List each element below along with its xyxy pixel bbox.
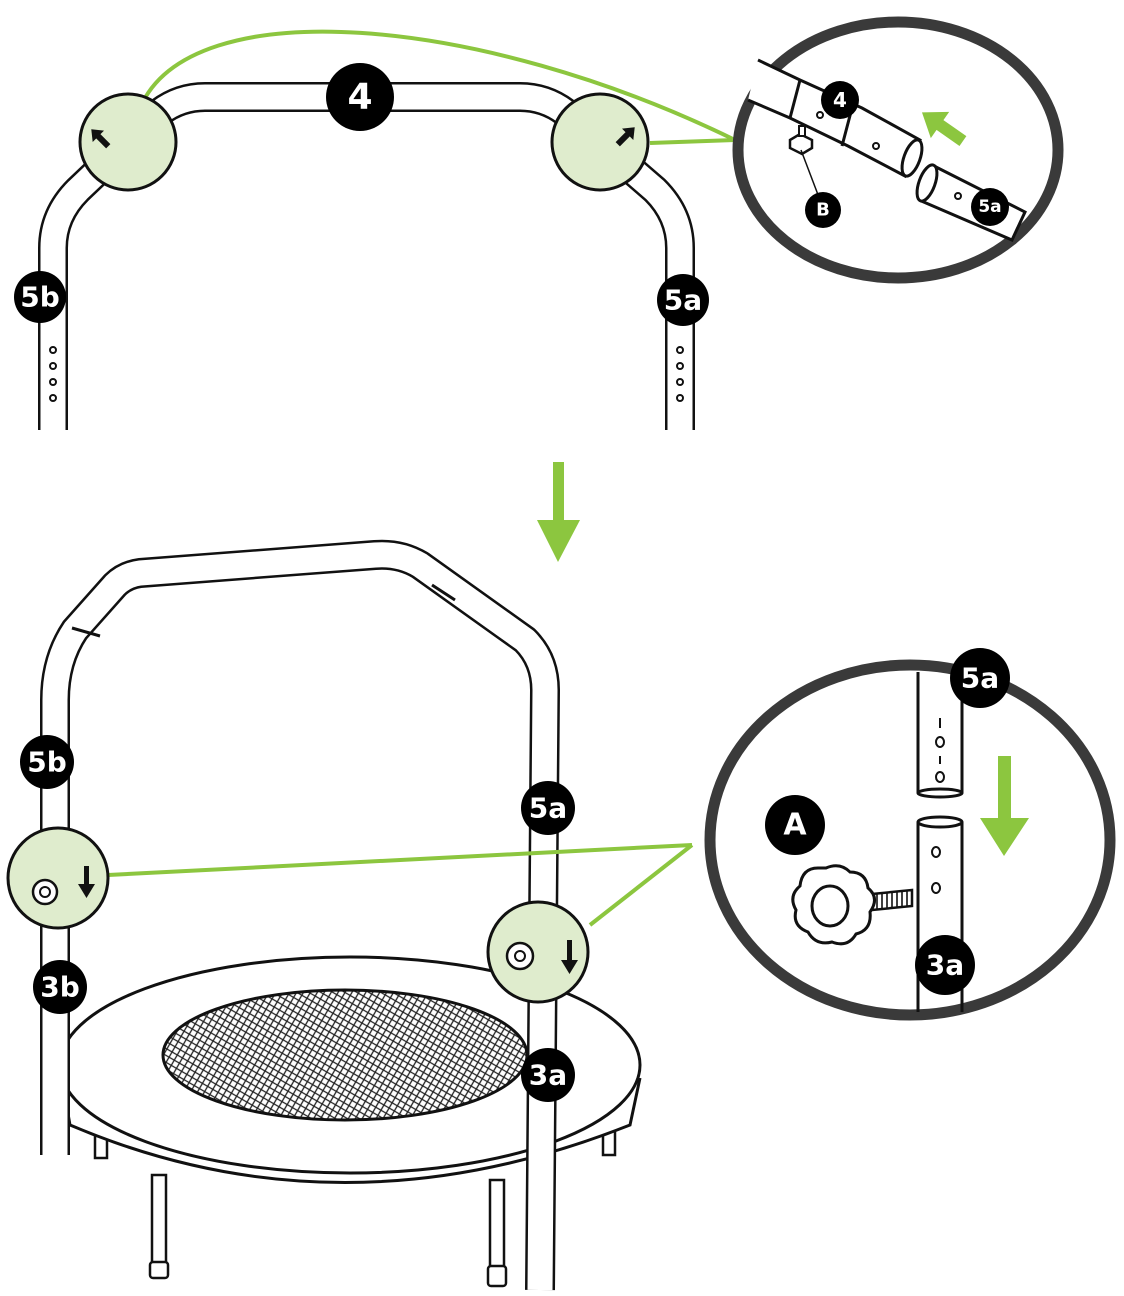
svg-text:3a: 3a	[926, 949, 964, 982]
step1-handlebar: 4 5b 5a	[14, 29, 736, 430]
trampoline-frame	[58, 955, 642, 1184]
knob-icon	[31, 878, 59, 906]
detail-label-3a: 3a	[915, 935, 975, 995]
detail-view-knob: A 5a 3a	[704, 648, 1116, 1021]
arrow-up-left-icon	[921, 111, 967, 146]
screw-icon	[788, 125, 821, 201]
detail-label-b: B	[805, 192, 841, 228]
part-label-right-leg: 5a	[657, 274, 709, 326]
trampoline-legs-front	[148, 1173, 508, 1288]
part-label-3b: 3b	[33, 960, 87, 1014]
part-label-5b-lower: 5b	[20, 735, 74, 789]
part-label-3a: 3a	[521, 1048, 575, 1102]
part-label-left-leg: 5b	[14, 271, 66, 323]
arrow-down-icon	[78, 866, 95, 898]
arrow-up-left-icon	[615, 127, 635, 147]
arrow-up-right-icon	[91, 129, 111, 149]
connector-line-top	[138, 29, 736, 142]
arrow-down-icon	[561, 940, 578, 974]
detail-label-4: 4	[821, 81, 859, 119]
detail-label-a: A	[765, 795, 825, 855]
leg-holes-left	[49, 346, 57, 402]
joint-highlight-left	[78, 92, 178, 192]
svg-text:A: A	[783, 808, 807, 843]
joint-highlight-right	[550, 92, 650, 192]
arrow-down-icon	[980, 756, 1029, 856]
svg-text:5a: 5a	[961, 662, 999, 695]
svg-text:5b: 5b	[20, 281, 60, 314]
joint-marks	[71, 583, 456, 638]
svg-text:5b: 5b	[27, 746, 67, 779]
leg-holes-right	[676, 346, 684, 402]
connector-line-left	[107, 843, 693, 877]
knob-icon	[505, 941, 535, 971]
svg-text:5a: 5a	[529, 792, 567, 825]
svg-text:5a: 5a	[664, 284, 702, 317]
connector-line-right	[649, 138, 736, 145]
svg-text:B: B	[816, 200, 830, 221]
part-label-top-bar: 4	[326, 63, 394, 131]
joint-highlight-left-lower	[6, 826, 110, 930]
arrow-down-icon	[537, 462, 580, 562]
knob-icon	[791, 864, 914, 946]
detail-label-5a: 5a	[971, 188, 1009, 226]
step2-trampoline: 5b 3b 5a 3a	[6, 539, 694, 1291]
svg-text:3b: 3b	[40, 971, 80, 1004]
connector-line-right-lower	[588, 843, 694, 927]
trampoline-handlebar-inner	[42, 542, 558, 1291]
joint-highlight-right-lower	[486, 900, 590, 1004]
svg-text:5a: 5a	[978, 197, 1001, 217]
svg-text:4: 4	[833, 88, 847, 112]
part-label-5a-lower: 5a	[521, 781, 575, 835]
svg-text:4: 4	[347, 77, 372, 118]
detail-label-5a-lower: 5a	[950, 648, 1010, 708]
detail-view-joint: 4 B 5a	[732, 16, 1064, 284]
svg-text:3a: 3a	[529, 1059, 567, 1092]
